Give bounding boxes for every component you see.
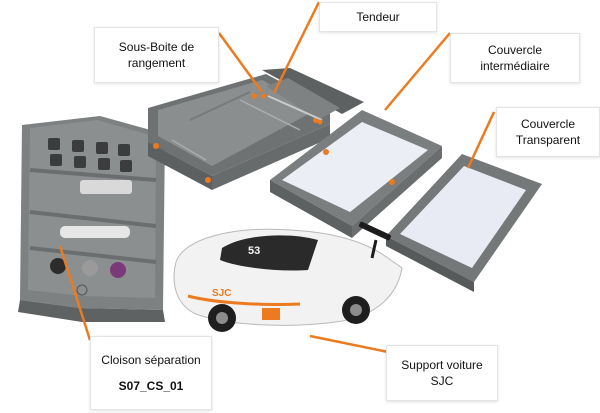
label-support-voiture: Support voiture SJC <box>401 358 483 388</box>
callout-sous-boite: Sous-Boite de rangement <box>94 27 219 83</box>
intermediate-lid <box>270 110 442 238</box>
label-couvercle-intermediaire: Couvercle intermédiaire <box>480 43 550 73</box>
transparent-lid <box>386 154 542 292</box>
leader-cloison <box>58 245 92 341</box>
storage-sub-box <box>148 74 330 190</box>
label-sous-boite: Sous-Boite de rangement <box>118 40 195 70</box>
callout-tendeur: Tendeur <box>319 2 437 32</box>
leader-lines <box>58 1 496 354</box>
label-cloison-code: S07_CS_01 <box>118 379 184 393</box>
callout-couvercle-transparent: Couvercle Transparent <box>496 107 600 157</box>
leader-tendeur <box>272 1 321 94</box>
tensioner-rail <box>261 68 364 125</box>
callout-couvercle-intermediaire: Couvercle intermédiaire <box>450 33 580 83</box>
label-cloison: Cloison séparation <box>101 353 201 367</box>
label-tendeur: Tendeur <box>356 10 400 24</box>
racing-car <box>173 221 403 332</box>
callout-cloison: Cloison séparation S07_CS_01 <box>90 336 212 410</box>
leader-support-voiture <box>309 334 389 354</box>
car-number-marking: 53 <box>248 245 260 257</box>
leader-sous-boite <box>217 32 264 93</box>
callout-support-voiture: Support voiture SJC <box>386 345 498 401</box>
label-couvercle-transparent: Couvercle Transparent <box>515 117 581 147</box>
storage-box-with-dividers <box>18 116 165 322</box>
leader-couvercle-intermediaire <box>384 32 451 111</box>
leader-couvercle-transparent <box>466 111 496 169</box>
car-sponsor-marking: SJC <box>212 288 231 299</box>
